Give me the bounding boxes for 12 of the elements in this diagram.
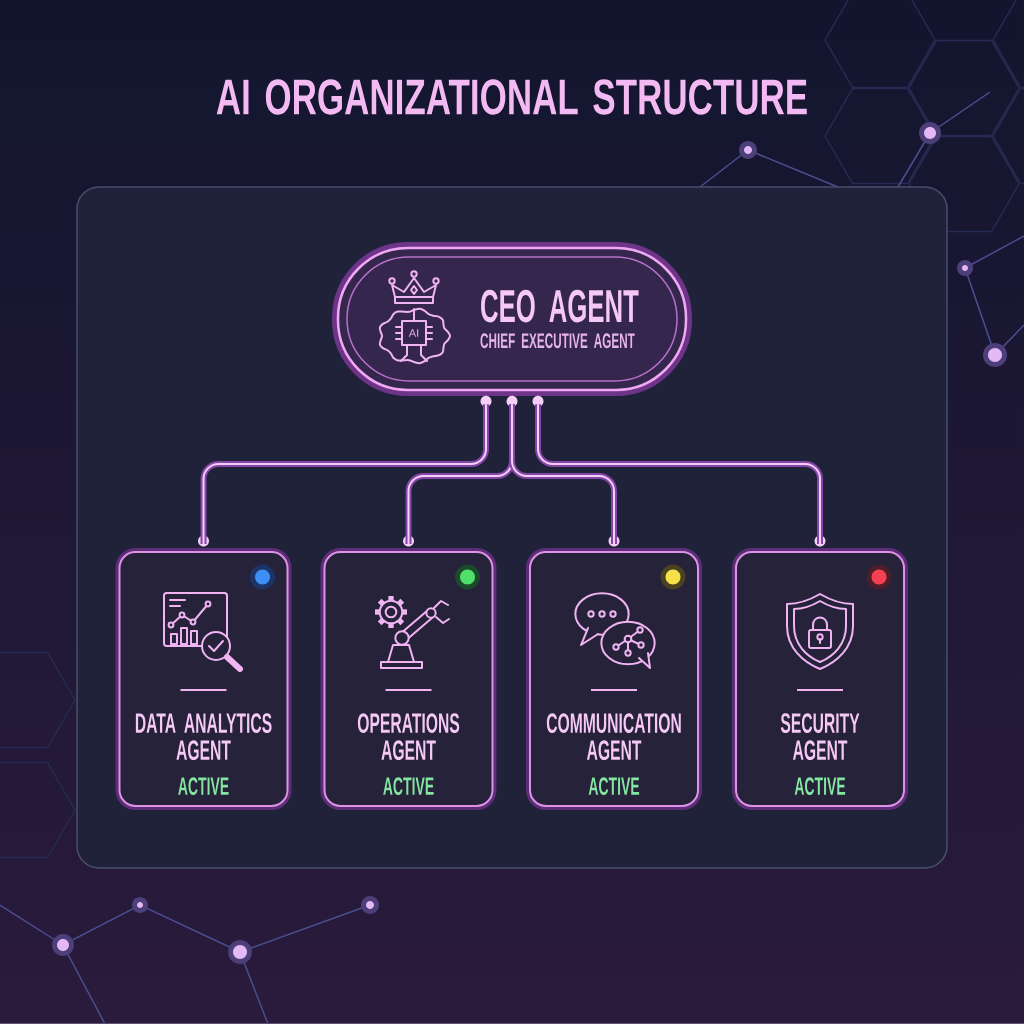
agent-name: DATA ANALYTICS AGENT <box>135 713 272 761</box>
title: AI ORGANIZATIONAL STRUCTURE <box>216 79 807 115</box>
status-label: ACTIVE <box>794 777 846 795</box>
heading: CEO AGENT <box>481 289 639 323</box>
subtitle: CHIEF EXECUTIVE AGENT <box>480 333 635 349</box>
status-label: ACTIVE <box>383 777 434 795</box>
agent-name: OPERATIONS AGENT <box>357 713 460 761</box>
agent-name: SECURITY AGENT <box>780 713 860 761</box>
status-label: ACTIVE <box>178 777 229 795</box>
agent-name: COMMUNICATION AGENT <box>546 713 681 761</box>
status-label: ACTIVE <box>588 777 640 795</box>
chip-label: AI <box>408 329 419 337</box>
